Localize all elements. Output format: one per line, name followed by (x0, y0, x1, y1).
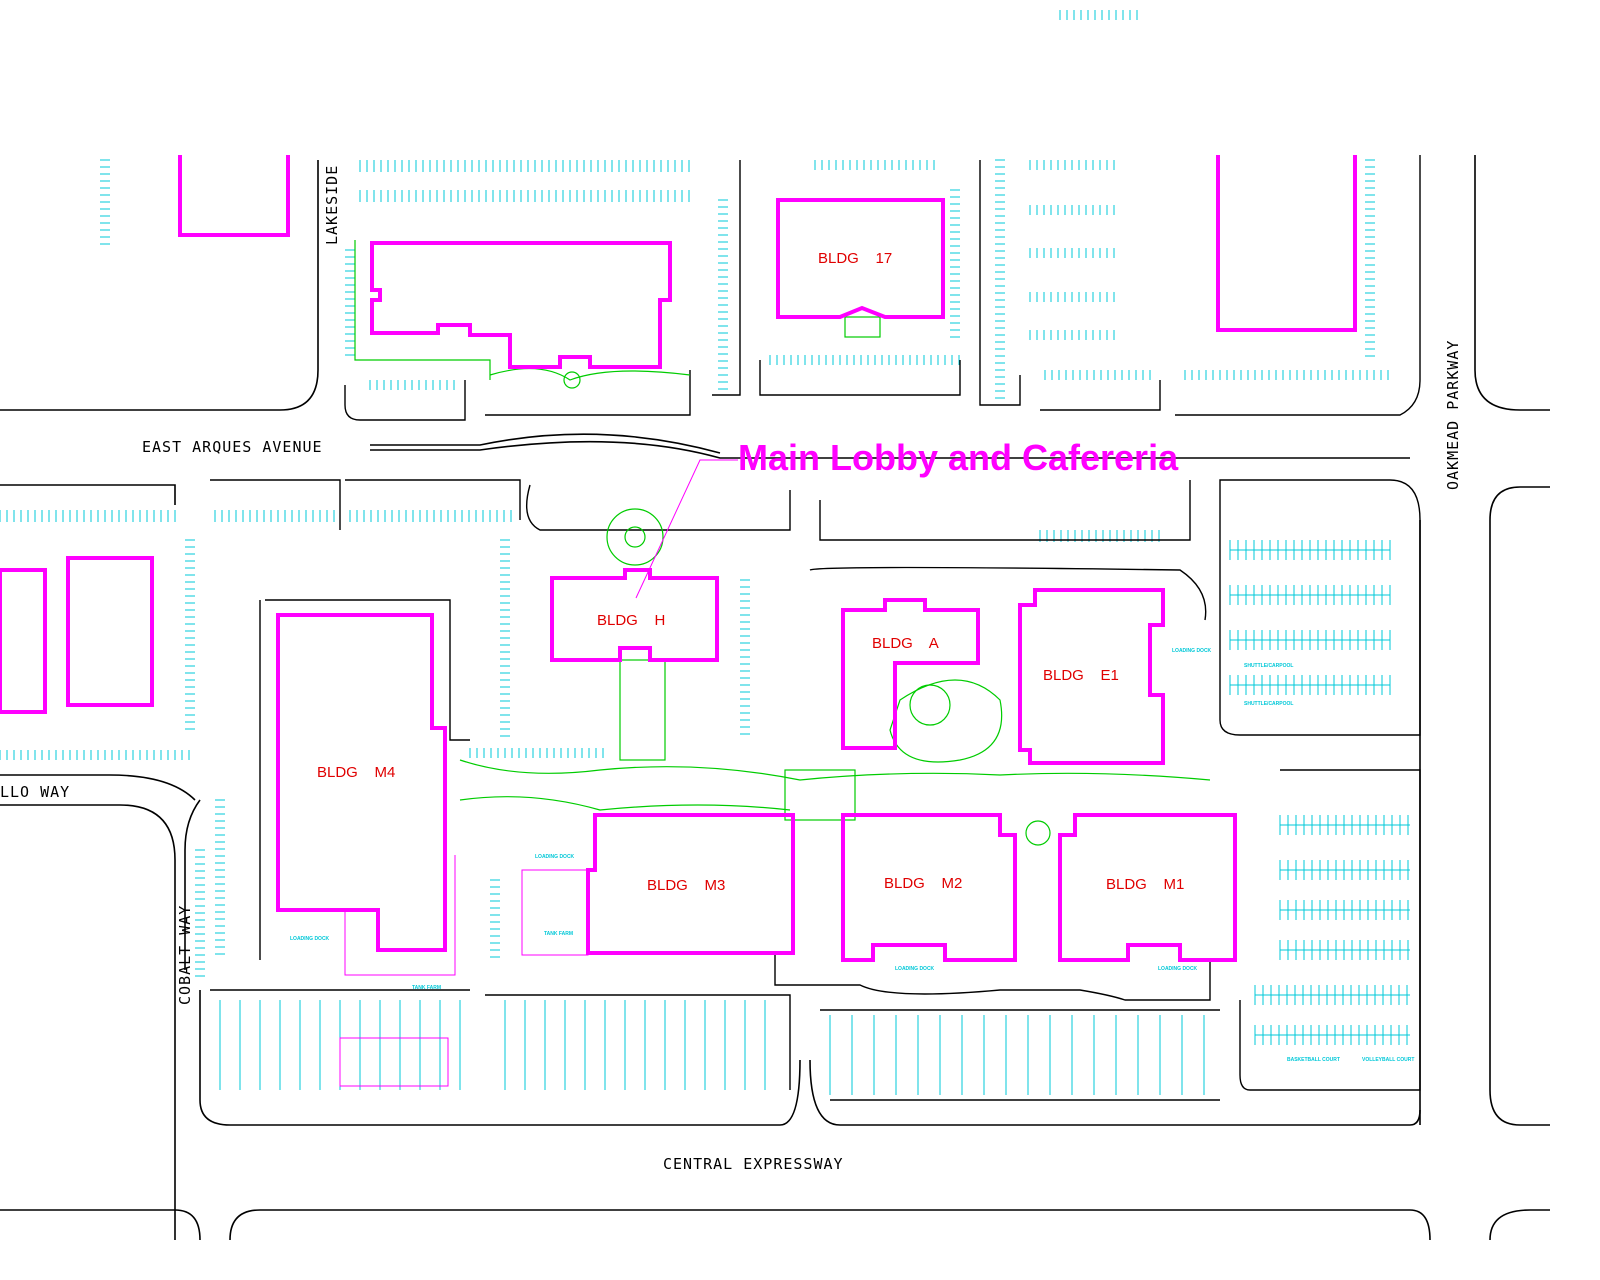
landscaping (354, 240, 1211, 846)
building-left-1 (0, 568, 47, 714)
label-bldg-e1: BLDG E1 (1043, 667, 1119, 684)
label-loading-dock-m2: LOADING DOCK (895, 966, 935, 972)
street-llo-way: LLO WAY (0, 783, 70, 801)
tank-farm-area (521, 869, 589, 956)
parking-lots (210, 155, 1421, 1101)
building-m4 (276, 613, 447, 952)
building-left-2 (66, 556, 154, 707)
roads (0, 155, 1550, 1241)
building-a (841, 598, 980, 750)
building-m2 (841, 813, 1017, 962)
label-bldg-m3: BLDG M3 (647, 877, 725, 894)
label-bldg-m2: BLDG M2 (884, 875, 962, 892)
building-top-left (178, 155, 290, 237)
label-loading-dock-m4: LOADING DOCK (290, 936, 330, 942)
label-loading-dock-m3: LOADING DOCK (535, 854, 575, 860)
label-shuttle-1: SHUTTLE/CARPOOL (1244, 663, 1293, 669)
label-basketball: BASKETBALL COURT (1287, 1057, 1340, 1063)
label-volleyball: VOLLEYBALL COURT (1362, 1057, 1414, 1063)
label-bldg-17: BLDG 17 (818, 250, 892, 267)
buildings (0, 155, 1357, 1087)
label-loading-dock-e1: LOADING DOCK (1172, 648, 1212, 654)
label-bldg-m4: BLDG M4 (317, 764, 395, 781)
court-outline (339, 1037, 449, 1087)
building-labels: BLDG 17 BLDG H BLDG A BLDG E1 BLDG M4 BL… (317, 250, 1184, 894)
small-labels: LOADING DOCK LOADING DOCK LOADING DOCK L… (290, 648, 1414, 1063)
street-labels: LAKESIDE EAST ARQUES AVENUE OAKMEAD PARK… (0, 165, 1462, 1173)
callout-main-lobby: Main Lobby and Cafereria (738, 437, 1179, 478)
label-bldg-h: BLDG H (597, 612, 665, 629)
building-top-lakeside (370, 241, 672, 369)
label-loading-dock-m1: LOADING DOCK (1158, 966, 1198, 972)
label-shuttle-2: SHUTTLE/CARPOOL (1244, 701, 1293, 707)
main-lobby-callout: Main Lobby and Cafereria (635, 437, 1179, 599)
street-lakeside: LAKESIDE (323, 165, 341, 245)
street-east-arques: EAST ARQUES AVENUE (142, 438, 323, 456)
m4-yard (344, 855, 456, 976)
building-h (550, 568, 719, 662)
building-top-right (1216, 155, 1357, 332)
street-central: CENTRAL EXPRESSWAY (663, 1155, 844, 1173)
building-e1 (1018, 588, 1165, 765)
street-oakmead: OAKMEAD PARKWAY (1444, 340, 1462, 490)
label-tank-farm-m4: TANK FARM (412, 985, 441, 991)
label-bldg-m1: BLDG M1 (1106, 876, 1184, 893)
street-cobalt: COBALT WAY (176, 905, 194, 1005)
parking-stripes (0, 10, 1410, 1095)
label-bldg-a: BLDG A (872, 635, 939, 652)
callout-leader-line (635, 459, 738, 599)
building-m1 (1058, 813, 1237, 962)
label-tank-farm: TANK FARM (544, 931, 573, 937)
building-17 (776, 198, 945, 319)
